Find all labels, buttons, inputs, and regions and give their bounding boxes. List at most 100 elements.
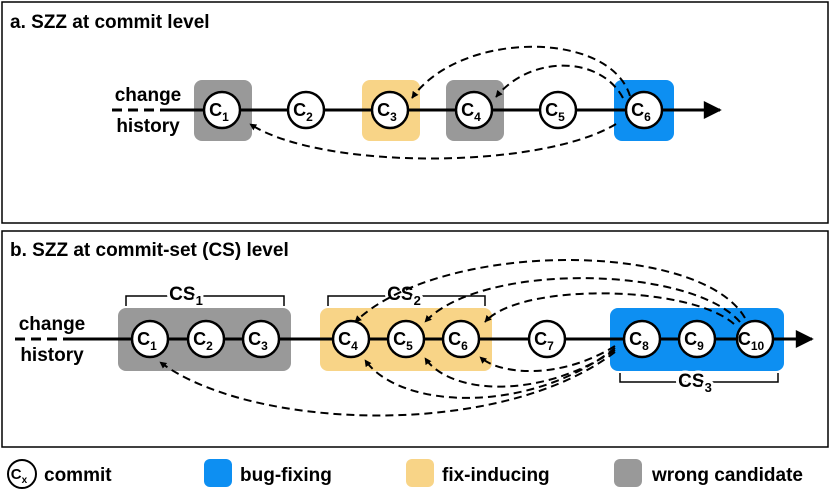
panel-b-commit-label: C8 (629, 329, 649, 353)
commit-letter: C (377, 100, 390, 120)
panel-b-commit-label: C9 (684, 329, 704, 353)
cs2-bracket (327, 295, 486, 306)
panel-a-commit-label: C3 (377, 100, 397, 124)
panel-a-commit-node: C6 (624, 90, 664, 130)
cs3-label: CS3 (678, 371, 712, 395)
panel-b-history-label-1: change (19, 314, 86, 335)
legend-wrong-candidate-label: wrong candidate (651, 465, 803, 486)
commit-letter: C (684, 329, 697, 349)
panel-a-commit-circle (202, 90, 242, 130)
panel-a-commit-node: C1 (202, 90, 242, 130)
panel-a-commit-label: C2 (293, 100, 313, 124)
legend-commit-icon-sub: x (22, 475, 28, 486)
panel-b-arcs (159, 259, 746, 417)
commit-subscript: 7 (547, 339, 554, 353)
panel-b-commit-label: C7 (534, 329, 554, 353)
legend-commit-icon-letter: C (11, 466, 22, 483)
panel-b-commit-node: C4 (331, 319, 371, 359)
panel-b-commit-node: C3 (241, 319, 281, 359)
commit-letter: C (461, 100, 474, 120)
legend-wrong-candidate-swatch (614, 459, 642, 487)
legend-commit-icon (7, 459, 37, 489)
panel-a-commit-node: C3 (370, 90, 410, 130)
commit-subscript: 8 (642, 339, 649, 353)
panel-a-title: a. SZZ at commit level (10, 12, 210, 33)
panel-a-frame (1, 1, 829, 224)
cs1-label-sub: 1 (196, 293, 203, 308)
commit-subscript: 4 (474, 110, 481, 124)
commit-subscript: 4 (351, 339, 358, 353)
panel-b-commit-node: C7 (527, 319, 567, 359)
panel-a-commit-circle (286, 90, 326, 130)
commit-subscript: 5 (406, 339, 413, 353)
legend-commit-label: commit (44, 465, 112, 486)
commit-letter: C (137, 329, 150, 349)
commit-subscript: 2 (306, 110, 313, 124)
panel-b-commit-circle (735, 319, 775, 359)
panel-b-commit-label: C2 (193, 329, 213, 353)
panel-b-commit-label: C1 (137, 329, 157, 353)
commit-subscript: 6 (644, 110, 651, 124)
panel-b-commit-circle (130, 319, 170, 359)
panel-b-commit-node: C8 (622, 319, 662, 359)
panel-b-commit-label: C6 (448, 329, 468, 353)
panel-b-commit-node: C9 (677, 319, 717, 359)
panel-b-commit-label: C10 (738, 329, 765, 353)
commit-letter: C (209, 100, 222, 120)
commit-subscript: 10 (751, 339, 765, 353)
panel-a-arc-c6-c1 (249, 123, 617, 160)
arc-c8-c6 (479, 345, 616, 373)
arc-c8-c5 (424, 349, 616, 388)
commit-subscript: 1 (222, 110, 229, 124)
legend-fix-inducing-label: fix-inducing (442, 465, 550, 486)
panel-b-commit-node: C10 (735, 319, 775, 359)
panel-a: a. SZZ at commit level change history C1… (1, 1, 829, 224)
panel-a-commit-circle (538, 90, 578, 130)
commit-letter: C (193, 329, 206, 349)
commit-subscript: 2 (206, 339, 213, 353)
legend-bug-fixing-swatch (204, 459, 232, 487)
commit-subscript: 3 (261, 339, 268, 353)
panel-b-commit-circle (331, 319, 371, 359)
panel-a-arc-c6-c3 (411, 45, 631, 99)
commit-letter: C (293, 100, 306, 120)
panel-b-commit-circle (677, 319, 717, 359)
panel-b-commit-node: C6 (441, 319, 481, 359)
panel-b-commit-circle (186, 319, 226, 359)
panel-a-commit-node: C2 (286, 90, 326, 130)
commit-subscript: 5 (558, 110, 565, 124)
arc-c10-c4 (354, 259, 746, 323)
panel-b-history-label-2: history (20, 345, 84, 366)
cs2-label-sub: 2 (414, 293, 421, 308)
commit-letter: C (629, 329, 642, 349)
panel-a-commit-circle (454, 90, 494, 130)
legend-fix-inducing-swatch (406, 459, 434, 487)
commit-subscript: 1 (150, 339, 157, 353)
cs1-bracket (125, 295, 285, 306)
commit-letter: C (338, 329, 351, 349)
commit-letter: C (534, 329, 547, 349)
panel-b-commit-node: C1 (130, 319, 170, 359)
panel-b-commit-label: C4 (338, 329, 358, 353)
panel-a-commit-label: C6 (631, 100, 651, 124)
panel-b-commit-circle (386, 319, 426, 359)
panel-a-history-label-2: history (116, 116, 180, 137)
cs1-label-letter: CS (169, 284, 195, 305)
panel-b-commit-label: C3 (248, 329, 268, 353)
panel-a-commit-node: C4 (454, 90, 494, 130)
commit-letter: C (631, 100, 644, 120)
commit-letter: C (393, 329, 406, 349)
legend-bug-fixing-label: bug-fixing (240, 465, 332, 486)
commit-letter: C (545, 100, 558, 120)
panel-b: b. SZZ at commit-set (CS) level change h… (1, 230, 829, 448)
cs3-bracket (619, 373, 779, 383)
commit-subscript: 3 (390, 110, 397, 124)
arc-c10-c6 (484, 292, 735, 325)
panel-a-commit-label: C1 (209, 100, 229, 124)
panel-a-commit-circle (370, 90, 410, 130)
cs2-label: CS2 (387, 284, 421, 308)
arc-c8-c4 (364, 347, 616, 399)
panel-a-commit-node: C5 (538, 90, 578, 130)
